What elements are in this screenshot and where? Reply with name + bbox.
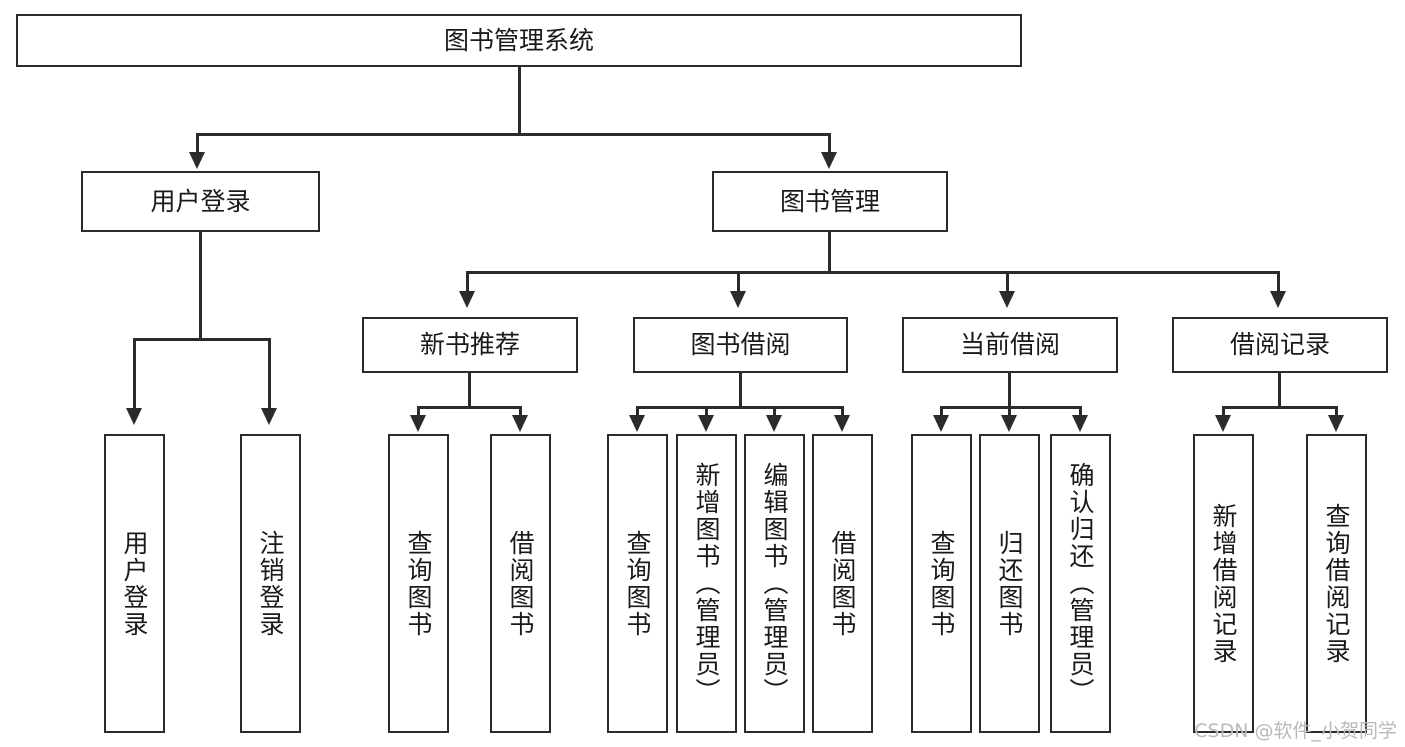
arrowhead-root-to-book-manage	[821, 152, 837, 169]
node-new-book-recommend[interactable]: 新书推荐	[362, 317, 578, 373]
node-label: 新书推荐	[419, 330, 520, 360]
arrowhead-bb-leaf-2	[698, 415, 714, 432]
arrowhead-bm-to-new-book	[459, 291, 475, 308]
connector-root-stem	[518, 67, 521, 134]
connector-bm-branch-3	[1006, 271, 1009, 294]
node-label: 图书管理系统	[443, 25, 594, 55]
watermark-text: CSDN @软件_小贺同学	[1194, 720, 1397, 742]
connector-root-to-user-login	[196, 133, 199, 155]
node-label: 当前借阅	[959, 330, 1060, 360]
node-label: 借阅图书	[506, 529, 535, 638]
leaf-add-book-admin[interactable]: 新增图书（管理员）	[676, 434, 737, 733]
connector-new-book-bus	[417, 406, 522, 409]
arrowhead-br-leaf-2	[1328, 415, 1344, 432]
node-label: 注销登录	[256, 529, 285, 638]
connector-root-to-book-manage	[828, 133, 831, 155]
connector-bm-branch-4	[1277, 271, 1280, 294]
arrowhead-bm-to-current-borrow	[999, 291, 1015, 308]
connector-cb-branch-1	[940, 406, 943, 418]
leaf-return-book[interactable]: 归还图书	[979, 434, 1040, 733]
connector-current-borrow-stem	[1008, 373, 1011, 409]
node-label: 用户登录	[120, 529, 149, 638]
connector-bb-branch-1	[636, 406, 639, 418]
connector-user-login-branch-2	[268, 338, 271, 411]
connector-user-login-bus	[133, 338, 271, 341]
connector-borrow-record-bus	[1222, 406, 1338, 409]
arrowhead-cb-leaf-1	[933, 415, 949, 432]
node-label: 图书借阅	[690, 330, 791, 360]
node-label: 查询图书	[623, 529, 652, 638]
leaf-logout[interactable]: 注销登录	[240, 434, 301, 733]
node-label: 归还图书	[995, 529, 1024, 638]
connector-bb-branch-3	[773, 406, 776, 418]
connector-br-branch-1	[1222, 406, 1225, 418]
connector-br-branch-2	[1335, 406, 1338, 418]
node-user-login[interactable]: 用户登录	[81, 171, 320, 232]
node-current-borrow[interactable]: 当前借阅	[902, 317, 1118, 373]
node-label: 新增借阅记录	[1209, 502, 1238, 665]
leaf-borrow-book[interactable]: 借阅图书	[812, 434, 873, 733]
node-label: 用户登录	[150, 186, 251, 216]
connector-bb-branch-4	[841, 406, 844, 418]
node-label: 借阅图书	[828, 529, 857, 638]
leaf-query-book-recommend[interactable]: 查询图书	[388, 434, 449, 733]
arrowhead-user-login-leaf-1	[126, 408, 142, 425]
connector-root-bus	[196, 133, 830, 136]
connector-bm-branch-2	[737, 271, 740, 294]
connector-current-borrow-bus	[940, 406, 1082, 409]
connector-book-management-stem	[828, 232, 831, 274]
node-label: 图书管理	[779, 186, 880, 216]
leaf-query-book-borrow[interactable]: 查询图书	[607, 434, 668, 733]
connector-bm-branch-1	[466, 271, 469, 294]
node-label: 查询图书	[404, 529, 433, 638]
arrowhead-new-book-leaf-2	[512, 415, 528, 432]
node-label: 确认归还（管理员）	[1066, 462, 1095, 705]
arrowhead-new-book-leaf-1	[410, 415, 426, 432]
connector-user-login-stem	[199, 232, 202, 340]
connector-book-borrow-stem	[739, 373, 742, 409]
node-label: 新增图书（管理员）	[692, 462, 721, 705]
leaf-user-login[interactable]: 用户登录	[104, 434, 165, 733]
node-label: 查询借阅记录	[1322, 502, 1351, 665]
node-borrow-record[interactable]: 借阅记录	[1172, 317, 1388, 373]
connector-cb-branch-3	[1079, 406, 1082, 418]
arrowhead-bm-to-book-borrow	[730, 291, 746, 308]
connector-new-book-branch-1	[417, 406, 420, 418]
arrowhead-br-leaf-1	[1215, 415, 1231, 432]
arrowhead-bb-leaf-3	[766, 415, 782, 432]
connector-book-borrow-bus	[636, 406, 844, 409]
connector-bb-branch-2	[705, 406, 708, 418]
connector-user-login-branch-1	[133, 338, 136, 411]
connector-new-book-stem	[468, 373, 471, 409]
leaf-query-book-current[interactable]: 查询图书	[911, 434, 972, 733]
leaf-query-borrow-record[interactable]: 查询借阅记录	[1306, 434, 1367, 733]
arrowhead-root-to-user-login	[189, 152, 205, 169]
connector-new-book-branch-2	[519, 406, 522, 418]
arrowhead-bb-leaf-1	[629, 415, 645, 432]
connector-cb-branch-2	[1008, 406, 1011, 418]
arrowhead-cb-leaf-2	[1001, 415, 1017, 432]
leaf-add-borrow-record[interactable]: 新增借阅记录	[1193, 434, 1254, 733]
leaf-borrow-book-recommend[interactable]: 借阅图书	[490, 434, 551, 733]
node-label: 查询图书	[927, 529, 956, 638]
node-root-system[interactable]: 图书管理系统	[16, 14, 1022, 67]
arrowhead-user-login-leaf-2	[261, 408, 277, 425]
node-book-management[interactable]: 图书管理	[712, 171, 948, 232]
node-label: 借阅记录	[1229, 330, 1330, 360]
connector-book-management-bus	[466, 271, 1280, 274]
leaf-edit-book-admin[interactable]: 编辑图书（管理员）	[744, 434, 805, 733]
arrowhead-bb-leaf-4	[834, 415, 850, 432]
node-label: 编辑图书（管理员）	[760, 462, 789, 705]
node-book-borrow[interactable]: 图书借阅	[633, 317, 848, 373]
arrowhead-bm-to-borrow-record	[1270, 291, 1286, 308]
arrowhead-cb-leaf-3	[1072, 415, 1088, 432]
connector-borrow-record-stem	[1278, 373, 1281, 409]
leaf-confirm-return-admin[interactable]: 确认归还（管理员）	[1050, 434, 1111, 733]
